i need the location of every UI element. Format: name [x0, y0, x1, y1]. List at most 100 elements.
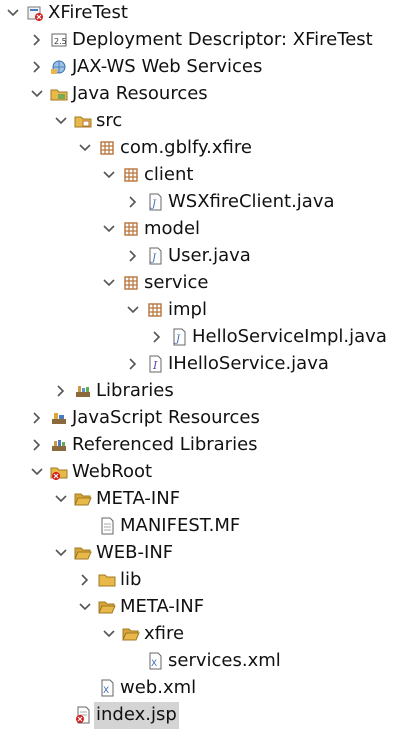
- chevron-down-icon[interactable]: [54, 492, 68, 506]
- tree-item[interactable]: lib: [0, 567, 409, 594]
- svg-text:X: X: [103, 686, 109, 696]
- tree-item-label: index.jsp: [94, 702, 179, 729]
- tree-item[interactable]: XFireTest: [0, 0, 409, 27]
- chevron-down-icon[interactable]: [54, 114, 68, 128]
- tree-item[interactable]: client: [0, 162, 409, 189]
- chevron-down-icon[interactable]: [102, 276, 116, 290]
- tree-item[interactable]: Java Resources: [0, 81, 409, 108]
- file-icon: [98, 517, 116, 535]
- chevron-down-icon[interactable]: [78, 141, 92, 155]
- tree-item[interactable]: JAX-WS Web Services: [0, 54, 409, 81]
- chevron-down-icon[interactable]: [78, 600, 92, 614]
- tree-item[interactable]: META-INF: [0, 594, 409, 621]
- chevron-right-icon[interactable]: [126, 195, 140, 209]
- chevron-right-icon[interactable]: [126, 357, 140, 371]
- java-file-icon: J: [170, 328, 188, 346]
- java-file-icon: J: [146, 247, 164, 265]
- tree-item[interactable]: META-INF: [0, 486, 409, 513]
- tree-item[interactable]: model: [0, 216, 409, 243]
- tree-item[interactable]: impl: [0, 297, 409, 324]
- svg-text:J: J: [150, 253, 157, 264]
- tree-item-label: IHelloService.java: [168, 353, 329, 374]
- source-folder-icon: [74, 112, 92, 130]
- deployment-descriptor-icon: 2.5: [50, 31, 68, 49]
- tree-item-label: User.java: [168, 245, 251, 266]
- package-icon: [122, 274, 140, 292]
- chevron-down-icon[interactable]: [6, 6, 20, 20]
- svg-text:X: X: [151, 659, 157, 669]
- tree-item[interactable]: src: [0, 108, 409, 135]
- tree-item[interactable]: 2.5 Deployment Descriptor: XFireTest: [0, 27, 409, 54]
- chevron-right-icon[interactable]: [126, 249, 140, 263]
- chevron-down-icon[interactable]: [102, 222, 116, 236]
- chevron-right-icon[interactable]: [78, 573, 92, 587]
- tree-item[interactable]: WebRoot: [0, 459, 409, 486]
- tree-item-label: WEB-INF: [96, 542, 174, 563]
- chevron-right-icon[interactable]: [30, 60, 44, 74]
- chevron-down-icon[interactable]: [30, 465, 44, 479]
- package-icon: [122, 220, 140, 238]
- tree-item[interactable]: J User.java: [0, 243, 409, 270]
- tree-item[interactable]: J HelloServiceImpl.java: [0, 324, 409, 351]
- folder-open-icon: [74, 544, 92, 562]
- tree-item-label: XFireTest: [48, 2, 128, 23]
- tree-item-label: JAX-WS Web Services: [72, 56, 263, 77]
- tree-item-label: model: [144, 218, 201, 239]
- chevron-down-icon[interactable]: [30, 87, 44, 101]
- tree-item-label: service: [144, 272, 209, 293]
- tree-item-label: xfire: [144, 623, 185, 644]
- chevron-down-icon[interactable]: [126, 303, 140, 317]
- tree-item-label: lib: [120, 569, 142, 590]
- tree-item-label: web.xml: [120, 677, 197, 698]
- tree-item-label: META-INF: [96, 488, 181, 509]
- tree-item[interactable]: index.jsp: [0, 702, 409, 729]
- tree-item[interactable]: WEB-INF: [0, 540, 409, 567]
- tree-item-label: HelloServiceImpl.java: [192, 326, 387, 347]
- webroot-folder-icon: [50, 463, 68, 481]
- xml-file-icon: X: [146, 652, 164, 670]
- tree-item[interactable]: MANIFEST.MF: [0, 513, 409, 540]
- tree-item-label: WSXfireClient.java: [168, 191, 335, 212]
- jsp-file-icon: [74, 706, 92, 724]
- tree-item[interactable]: JavaScript Resources: [0, 405, 409, 432]
- chevron-right-icon[interactable]: [54, 384, 68, 398]
- java-file-icon: J: [146, 193, 164, 211]
- referenced-libraries-icon: [50, 436, 68, 454]
- web-services-icon: [50, 58, 68, 76]
- folder-icon: [98, 571, 116, 589]
- package-icon: [146, 301, 164, 319]
- tree-item-label: Referenced Libraries: [72, 434, 258, 455]
- chevron-right-icon[interactable]: [150, 330, 164, 344]
- tree-item-label: client: [144, 164, 194, 185]
- tree-item-label: JavaScript Resources: [72, 407, 260, 428]
- tree-item[interactable]: service: [0, 270, 409, 297]
- chevron-right-icon[interactable]: [30, 33, 44, 47]
- tree-item[interactable]: xfire: [0, 621, 409, 648]
- package-icon: [122, 166, 140, 184]
- folder-open-icon: [122, 625, 140, 643]
- tree-item-label: Libraries: [96, 380, 174, 401]
- libraries-icon: [74, 382, 92, 400]
- svg-text:J: J: [174, 334, 181, 345]
- tree-item[interactable]: Libraries: [0, 378, 409, 405]
- svg-text:2.5: 2.5: [54, 37, 67, 46]
- tree-item-label: Deployment Descriptor: XFireTest: [72, 29, 373, 50]
- tree-item[interactable]: com.gblfy.xfire: [0, 135, 409, 162]
- xml-file-icon: X: [98, 679, 116, 697]
- package-icon: [98, 139, 116, 157]
- java-interface-file-icon: I: [146, 355, 164, 373]
- folder-open-icon: [74, 490, 92, 508]
- chevron-right-icon[interactable]: [30, 438, 44, 452]
- tree-item-label: META-INF: [120, 596, 205, 617]
- chevron-down-icon[interactable]: [102, 168, 116, 182]
- folder-open-icon: [98, 598, 116, 616]
- chevron-right-icon[interactable]: [30, 411, 44, 425]
- tree-item-label: WebRoot: [72, 461, 153, 482]
- chevron-down-icon[interactable]: [102, 627, 116, 641]
- tree-item[interactable]: Referenced Libraries: [0, 432, 409, 459]
- chevron-down-icon[interactable]: [54, 546, 68, 560]
